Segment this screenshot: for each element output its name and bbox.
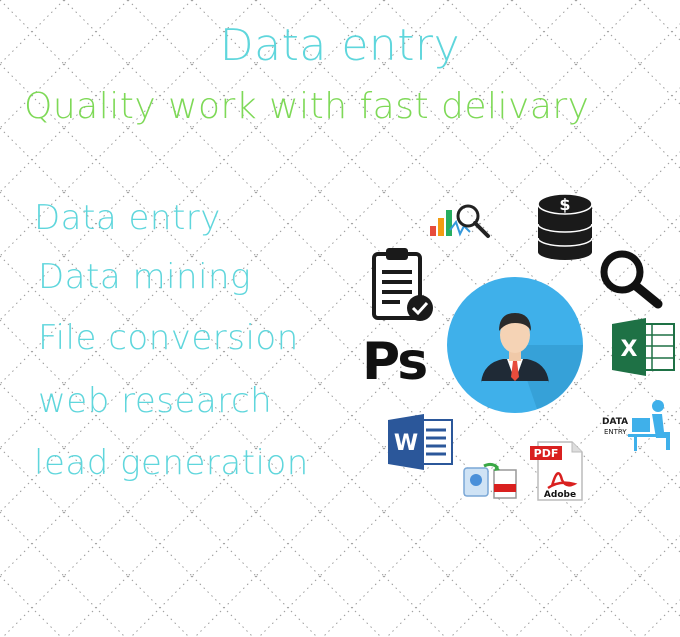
- magnifier-icon: [600, 250, 663, 309]
- page-subtitle: Quality work with fast delivary: [24, 86, 590, 127]
- pdf-label: PDF: [534, 447, 559, 460]
- coin-stack-icon: $: [537, 193, 593, 260]
- pdf-document-icon: PDF Adobe: [530, 441, 583, 501]
- excel-label: X: [621, 337, 638, 362]
- service-item-web-research: web research: [38, 381, 273, 421]
- analytics-chart-magnifier-icon: [430, 204, 490, 238]
- service-item-lead-generation: lead generation: [34, 443, 309, 483]
- businessman-avatar-icon: [447, 277, 583, 413]
- clipboard-checklist-icon: [372, 248, 433, 321]
- word-label: W: [394, 431, 418, 456]
- word-icon: W: [388, 414, 453, 470]
- file-conversion-icon: [463, 462, 517, 499]
- data-entry-label-top: DATA: [602, 417, 628, 427]
- data-entry-label-bottom: ENTRY: [604, 428, 627, 436]
- adobe-label: Adobe: [544, 490, 576, 500]
- service-item-data-entry: Data entry: [34, 198, 221, 238]
- page-title: Data entry: [219, 20, 461, 71]
- photoshop-label: Ps: [362, 332, 428, 392]
- excel-icon: X: [612, 318, 675, 376]
- service-item-data-mining: Data mining: [38, 257, 252, 297]
- service-item-file-conversion: File conversion: [38, 318, 299, 358]
- data-entry-worker-icon: DATA ENTRY: [602, 400, 670, 451]
- photoshop-icon: Ps: [362, 332, 442, 392]
- coin-symbol: $: [559, 195, 570, 214]
